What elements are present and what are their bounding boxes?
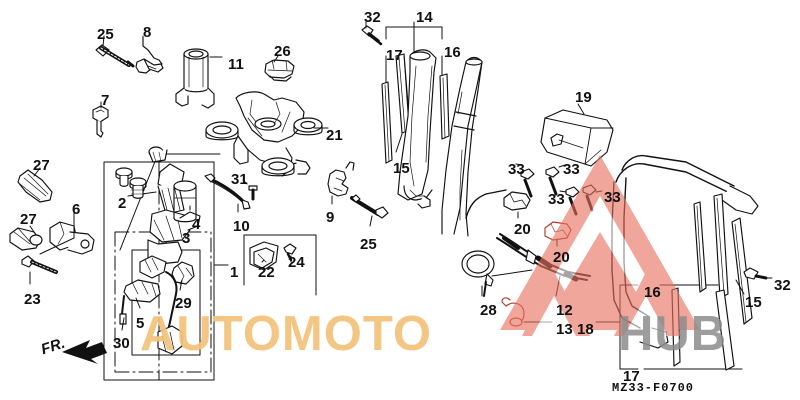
callout-9: 9	[326, 209, 335, 226]
part-8-bracket	[135, 37, 164, 74]
part-22-cap	[249, 241, 279, 271]
box1-knobs	[115, 146, 168, 199]
watermark-primary-text: AUTOMOTO	[140, 307, 433, 361]
part-25-bolt-top	[95, 44, 135, 68]
callout-17: 17	[386, 47, 403, 64]
part-10-strap	[204, 173, 251, 210]
callout-5: 5	[136, 315, 145, 332]
part-23-bolt	[21, 255, 58, 274]
part-27-upper	[17, 169, 53, 203]
callout-26: 26	[274, 43, 291, 60]
callout-13: 13	[556, 321, 573, 338]
callout-25: 25	[97, 26, 114, 43]
callout-11: 11	[228, 56, 244, 73]
callout-4: 4	[192, 216, 201, 233]
callout-33: 33	[508, 161, 525, 178]
callout-25: 25	[360, 236, 377, 253]
callout-28: 28	[480, 302, 497, 319]
watermark-secondary-text: HUB	[618, 307, 728, 361]
part-4-cylinder	[173, 180, 197, 223]
part-25-bolt-lower	[350, 194, 389, 219]
callout-32: 32	[364, 9, 381, 26]
part-31-bolt	[248, 185, 258, 201]
callout-8: 8	[143, 24, 152, 41]
callout-33: 33	[548, 191, 565, 208]
callout-21: 21	[326, 127, 343, 144]
part-17-strip	[381, 81, 393, 164]
part-14-fork-tube	[397, 49, 437, 209]
callout-27: 27	[20, 211, 37, 228]
part-32-screw-right	[743, 267, 768, 280]
group-box-22-24	[243, 234, 317, 296]
part-19-cover	[540, 109, 614, 167]
part-7-key	[92, 105, 109, 138]
part-5-switch-and-wiring	[119, 255, 183, 355]
callout-1: 1	[230, 264, 239, 281]
part-32-screw-top	[361, 25, 383, 46]
drawing-code: MZ33-F0700	[612, 381, 695, 395]
callout-15: 15	[393, 160, 410, 177]
callout-24: 24	[288, 254, 305, 271]
fr-direction-arrow	[62, 340, 107, 364]
part-16-strip	[439, 73, 450, 140]
callout-17: 17	[623, 368, 640, 385]
callout-15: 15	[745, 294, 762, 311]
callout-19: 19	[575, 89, 592, 106]
group-box-1-inner	[114, 231, 212, 373]
part-28-wire-band	[461, 250, 495, 297]
callout-7: 7	[101, 92, 110, 109]
callout-29: 29	[175, 295, 192, 312]
callout-20: 20	[514, 221, 531, 238]
callout-31: 31	[231, 171, 248, 188]
callout-20: 20	[553, 249, 570, 266]
part-29-clip	[171, 261, 195, 285]
callout-16: 16	[644, 284, 661, 301]
callout-23: 23	[24, 291, 41, 308]
part-11-sleeve	[175, 48, 215, 109]
callout-10: 10	[233, 218, 250, 235]
callout-27: 27	[33, 157, 50, 174]
part-27-lower	[9, 227, 43, 251]
callout-33: 33	[604, 189, 621, 206]
callout-6: 6	[72, 201, 81, 218]
callout-16: 16	[444, 44, 461, 61]
callout-2: 2	[118, 195, 127, 212]
callout-3: 3	[182, 230, 191, 247]
callout-12: 12	[556, 302, 573, 319]
callout-14: 14	[416, 9, 433, 26]
part-9-bracket	[327, 161, 355, 197]
part-26-pad	[264, 59, 295, 82]
callout-18: 18	[577, 321, 594, 338]
callout-22: 22	[258, 264, 275, 281]
callout-32: 32	[774, 277, 791, 294]
callout-30: 30	[113, 335, 130, 352]
callout-33: 33	[563, 161, 580, 178]
part-21-triple-clamp	[205, 91, 323, 177]
